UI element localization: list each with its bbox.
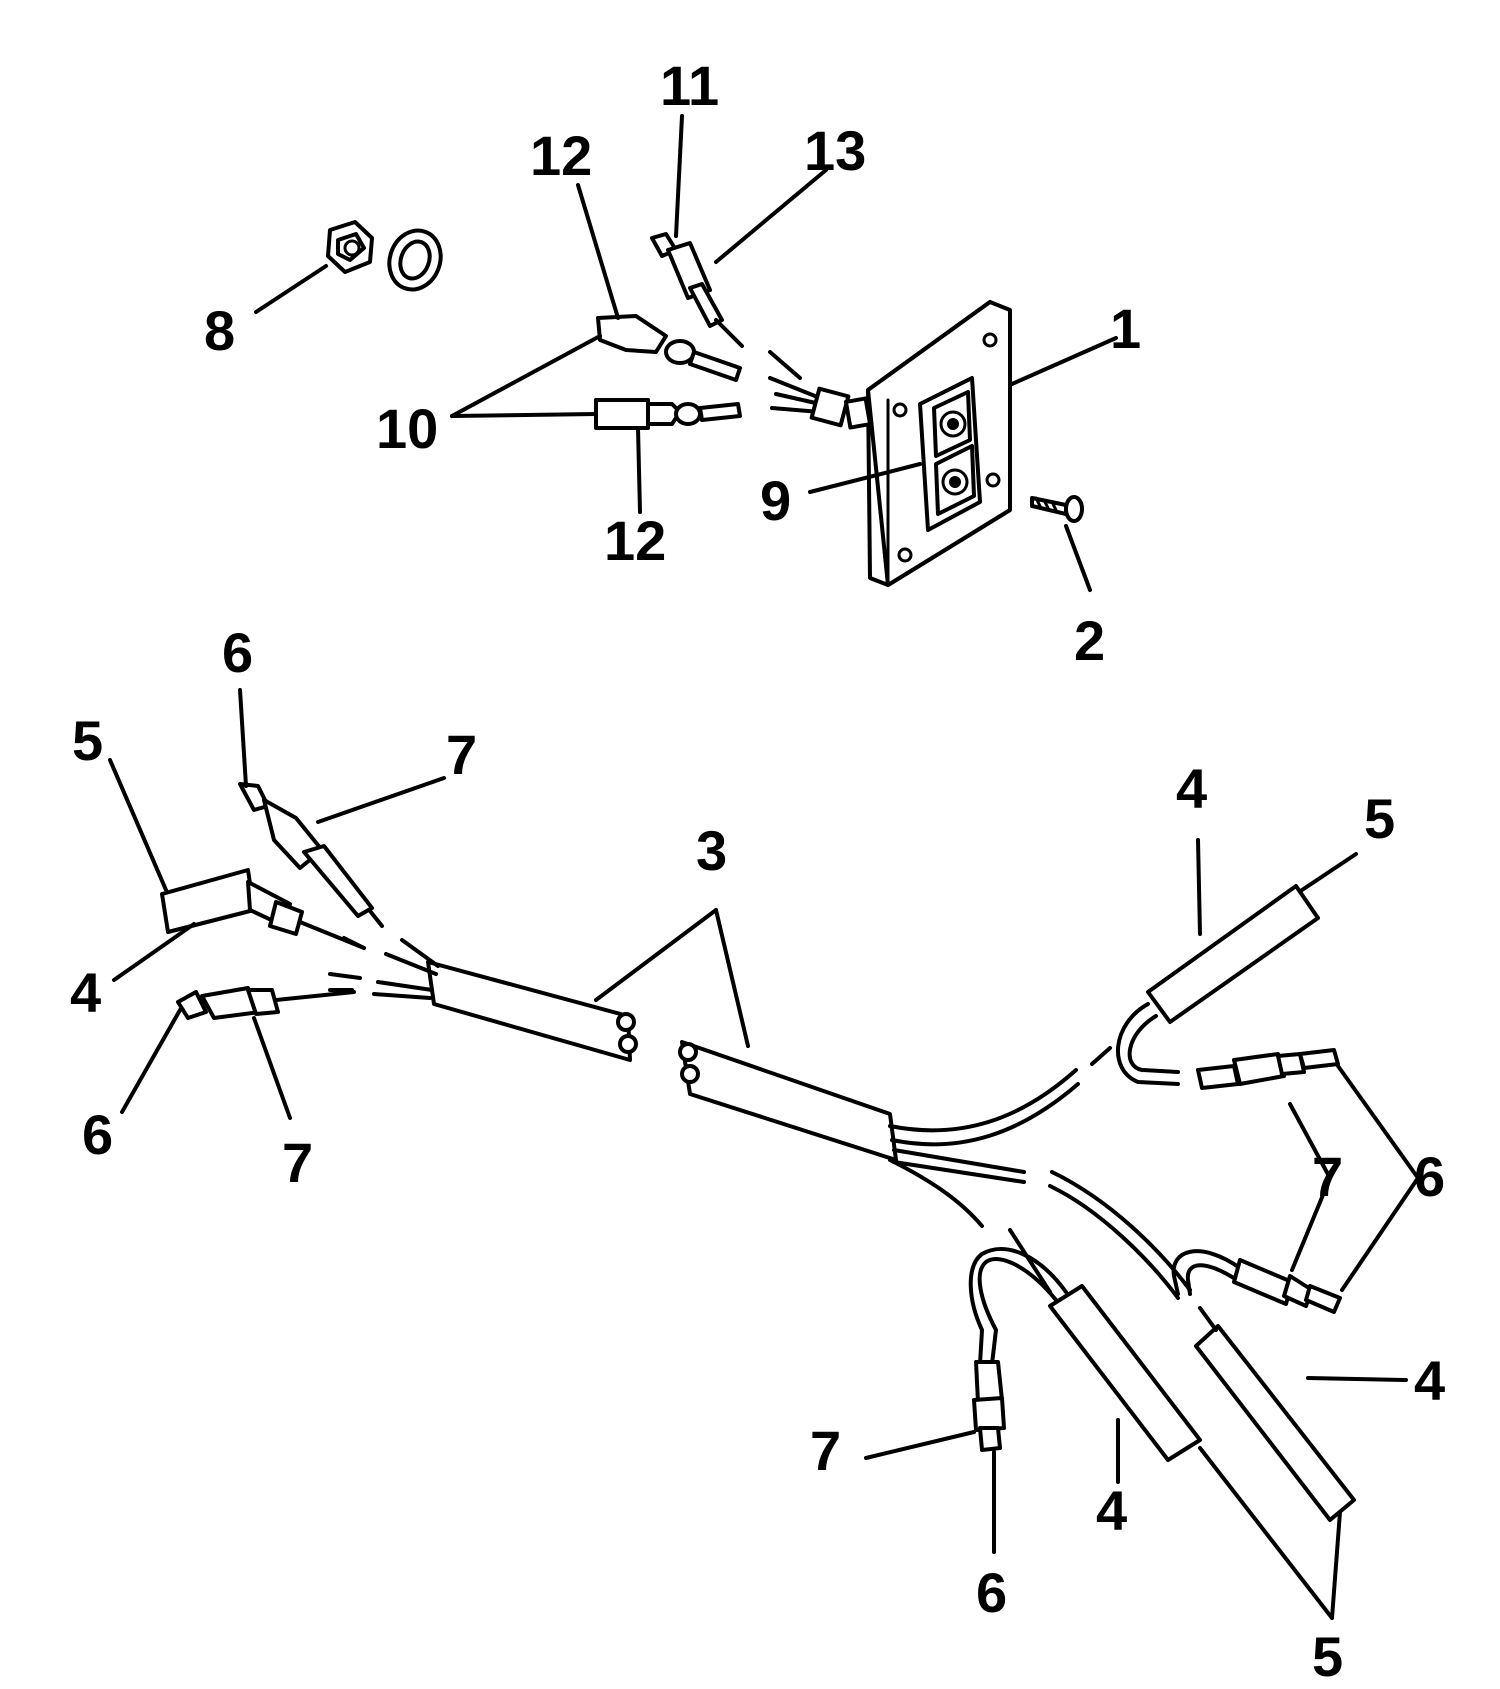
terminal-sleeve-upper [596, 314, 742, 382]
callout-7-left-top: 7 [446, 723, 477, 786]
sleeve-middle-bottom [968, 1228, 1202, 1462]
connector-bottom [972, 1360, 1006, 1452]
harness-right-section [678, 1040, 1192, 1300]
callout-9: 9 [760, 469, 791, 532]
callout-6-right: 6 [1414, 1145, 1445, 1208]
upper-leader-lines [254, 114, 1118, 592]
callout-4-right-top: 4 [1176, 757, 1207, 820]
callout-5-left: 5 [72, 709, 103, 772]
sleeve-right-top [1090, 884, 1320, 1086]
switch-panel-part [843, 300, 1012, 587]
callout-11: 11 [660, 54, 719, 117]
callout-7-right: 7 [1312, 1145, 1343, 1208]
callout-5-right-top: 5 [1364, 787, 1395, 850]
callout-6-bottom: 6 [976, 1561, 1007, 1624]
callout-4-bottom: 4 [1096, 1479, 1127, 1542]
sleeve-left-upper [160, 868, 366, 950]
callout-3: 3 [696, 819, 727, 882]
washer-part [387, 228, 443, 292]
terminal-sleeve-lower [594, 398, 742, 430]
callout-2: 2 [1074, 609, 1105, 672]
callout-6-left-bottom: 6 [82, 1103, 113, 1166]
callout-7-bottom: 7 [810, 1419, 841, 1482]
callout-labels: 11 13 12 8 1 10 9 12 2 6 5 7 3 4 5 4 6 7… [70, 54, 1445, 1688]
callout-12-lower: 12 [604, 509, 666, 572]
callout-4-right-bottom: 4 [1414, 1349, 1445, 1412]
harness-left-section [328, 904, 638, 1062]
callout-10: 10 [376, 397, 438, 460]
connector-left-upper [238, 782, 374, 918]
pin-connector-upper [650, 232, 802, 380]
callout-1: 1 [1110, 297, 1141, 360]
switch-lead-bundle [768, 376, 851, 428]
hex-nut-part [326, 220, 374, 274]
callout-12-upper: 12 [530, 124, 592, 187]
sleeve-right-bottom [1194, 1306, 1356, 1522]
callout-4-left: 4 [70, 961, 101, 1024]
callout-7-left-bottom: 7 [282, 1131, 313, 1194]
connector-left-lower [176, 986, 356, 1020]
callout-13: 13 [804, 119, 866, 182]
callout-6-left-top: 6 [222, 621, 253, 684]
connector-right-lower [1171, 1249, 1342, 1314]
callout-8: 8 [204, 299, 235, 362]
lower-leader-lines [108, 688, 1420, 1620]
callout-5-bottom: 5 [1312, 1625, 1343, 1688]
connector-right-upper [1196, 1048, 1340, 1090]
screw-part [1030, 495, 1084, 523]
